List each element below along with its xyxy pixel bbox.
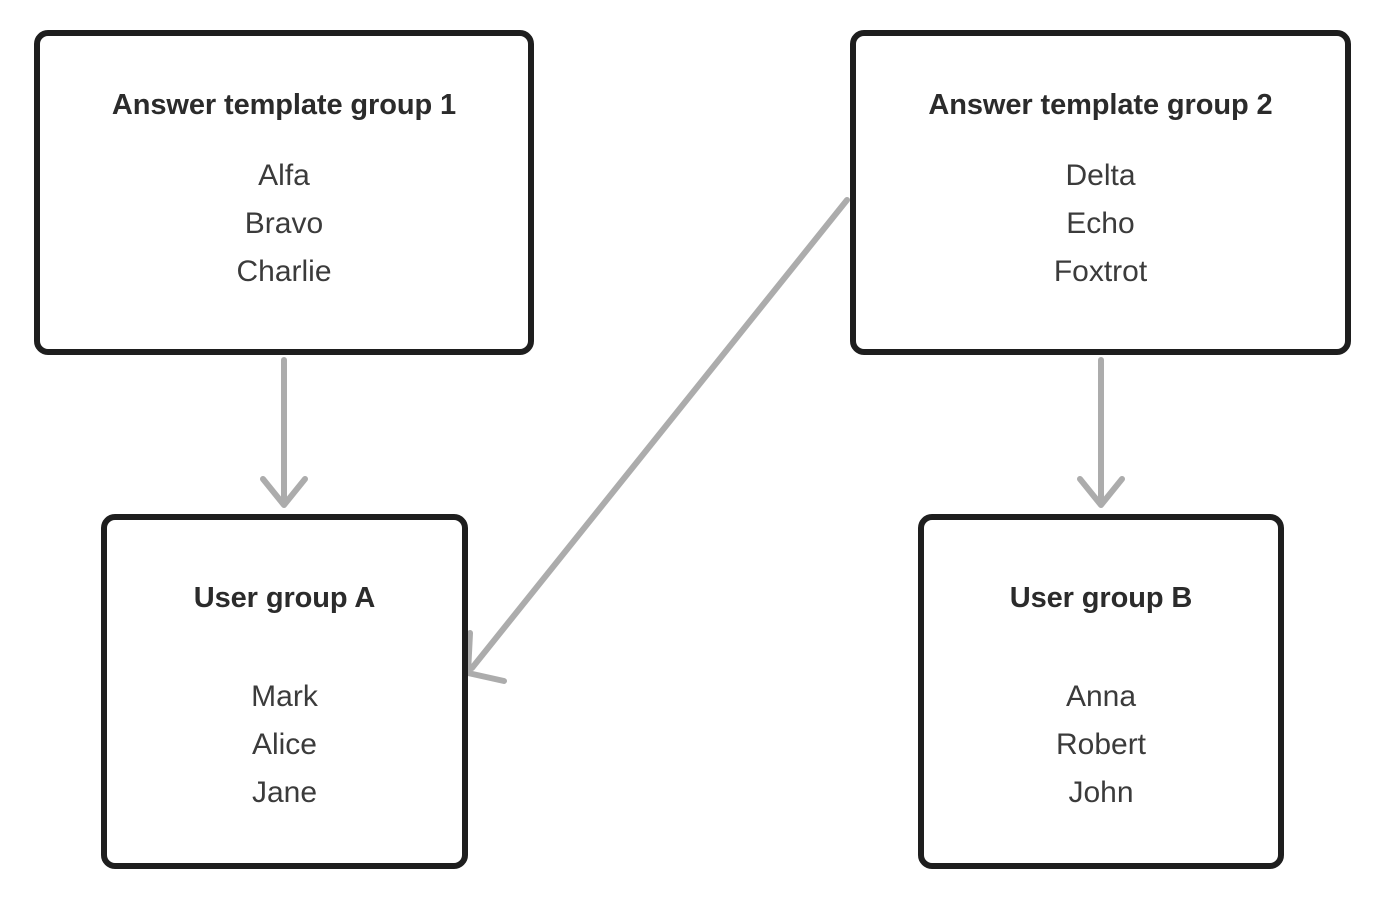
list-item: John [1068, 775, 1134, 809]
node-title: Answer template group 1 [111, 89, 457, 121]
edge-group2-to-usergroup-b [1077, 357, 1125, 508]
edge-group1-to-usergroup-a [260, 357, 308, 508]
node-answer-template-group-2[interactable]: Answer template group 2 Delta Echo Foxtr… [850, 30, 1351, 355]
node-item-list: Alfa Bravo Charlie [236, 152, 331, 296]
node-user-group-b[interactable]: User group B Anna Robert John [918, 514, 1284, 869]
arrowhead-icon [465, 630, 507, 684]
node-title: User group B [1009, 582, 1193, 614]
arrowhead-icon [1077, 476, 1125, 508]
list-item: Foxtrot [1053, 254, 1148, 288]
node-user-group-a[interactable]: User group A Mark Alice Jane [101, 514, 468, 869]
list-item: Robert [1055, 727, 1147, 761]
list-item: Charlie [236, 254, 332, 288]
list-item: Echo [1066, 206, 1135, 240]
list-item: Alice [251, 727, 317, 761]
list-item: Jane [251, 775, 318, 809]
node-item-list: Delta Echo Foxtrot [1054, 152, 1147, 296]
list-item: Anna [1065, 679, 1137, 713]
list-item: Alfa [258, 158, 310, 192]
node-answer-template-group-1[interactable]: Answer template group 1 Alfa Bravo Charl… [34, 30, 534, 355]
node-title: User group A [193, 582, 376, 614]
list-item: Mark [251, 679, 318, 713]
arrowhead-icon [260, 476, 308, 508]
list-item: Delta [1065, 158, 1136, 192]
node-item-list: Anna Robert John [1056, 673, 1146, 817]
node-title: Answer template group 2 [928, 89, 1273, 121]
list-item: Bravo [244, 206, 324, 240]
node-item-list: Mark Alice Jane [251, 673, 318, 817]
